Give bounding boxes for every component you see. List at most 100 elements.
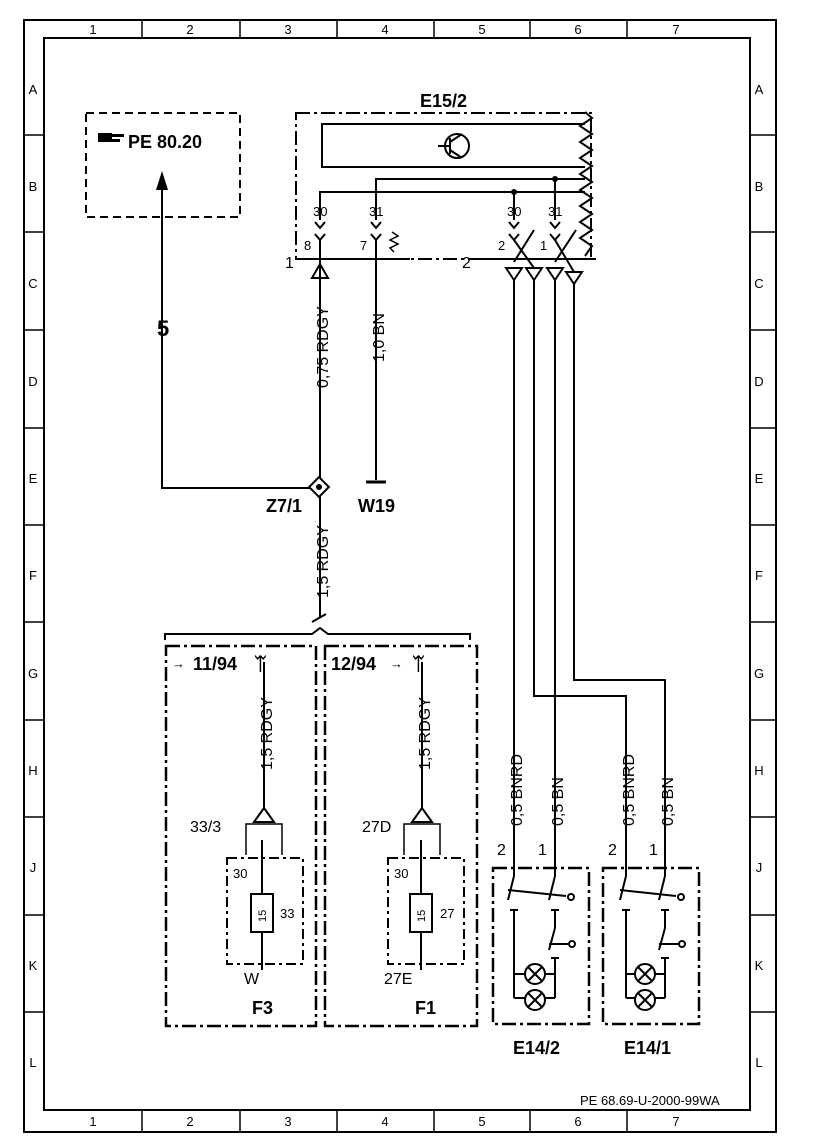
drawing-code: PE 68.69-U-2000-99WA <box>580 1093 720 1108</box>
e14-2-switch-icon <box>507 862 576 999</box>
f1-ref-tee-icon: ᛠ <box>413 654 424 674</box>
row-label-right: K <box>755 958 764 973</box>
col-label-bottom: 3 <box>284 1114 291 1129</box>
connector-triangle-icon <box>564 271 584 286</box>
junction-dot <box>552 176 558 182</box>
row-label-right: E <box>755 471 764 486</box>
col-label-top: 2 <box>186 22 193 37</box>
connector-triangle-icon <box>504 267 524 282</box>
row-label-left: G <box>28 666 38 681</box>
f1-inner-box <box>387 857 465 965</box>
row-label-left: A <box>29 82 38 97</box>
wire-label: 1,5 RDGY <box>259 697 276 770</box>
f3-inner-box <box>226 857 304 965</box>
junction-dot <box>511 189 517 195</box>
e14-2-pin-1: 1 <box>538 842 547 859</box>
row-label-right: L <box>755 1055 762 1070</box>
f1-ref: 12/94 <box>331 654 376 674</box>
f3-bracket <box>245 823 283 855</box>
internal-wire-30a <box>319 191 585 220</box>
resistor-icon <box>388 231 400 253</box>
e15-2-pin-30: 30 <box>507 204 521 219</box>
reference-branch-label: 5 <box>157 316 169 341</box>
z7-1-label: Z7/1 <box>266 496 302 516</box>
row-label-left: K <box>29 958 38 973</box>
f3-pin-side: 33 <box>280 906 294 921</box>
row-label-left: C <box>28 276 37 291</box>
connector-2-label: 2 <box>462 255 471 272</box>
e15-2-pin-30: 30 <box>313 204 327 219</box>
splice-dot <box>316 484 322 490</box>
connector-1-label: 1 <box>285 255 294 272</box>
lamp-icon <box>634 989 656 1011</box>
col-label-top: 4 <box>381 22 388 37</box>
f3-label: F3 <box>252 998 273 1018</box>
wire-label: 0,5 BN <box>550 777 567 826</box>
plug-1-label: 1 <box>540 238 547 253</box>
col-label-top: 5 <box>478 22 485 37</box>
connector-triangle-icon <box>545 267 565 282</box>
row-label-right: H <box>754 763 763 778</box>
e15-2-resistor-edge <box>578 111 594 257</box>
lamp-icon <box>524 989 546 1011</box>
e14-1-pin-1: 1 <box>649 842 658 859</box>
e15-2-label: E15/2 <box>420 91 467 111</box>
f1-ref-arrow-icon: → <box>390 656 403 671</box>
plug-2-label: 2 <box>498 238 505 253</box>
row-label-left: F <box>29 568 37 583</box>
row-label-right: F <box>755 568 763 583</box>
col-label-top: 7 <box>672 22 679 37</box>
col-label-bottom: 1 <box>89 1114 96 1129</box>
f1-pin-top: 30 <box>394 866 408 881</box>
f1-pin-side: 27 <box>440 906 454 921</box>
col-label-top: 1 <box>89 22 96 37</box>
col-label-bottom: 4 <box>381 1114 388 1129</box>
e14-1-box <box>601 866 701 1026</box>
e14-1-label: E14/1 <box>624 1038 671 1058</box>
wire-label: 0,5 BNRD <box>621 754 638 826</box>
f3-ref: 11/94 <box>193 654 237 674</box>
row-label-right: G <box>754 666 764 681</box>
connector-triangle-icon <box>524 267 544 282</box>
row-label-right: J <box>756 860 763 875</box>
row-label-left: J <box>30 860 37 875</box>
col-label-bottom: 6 <box>574 1114 581 1129</box>
e15-2-pin-31: 31 <box>369 204 383 219</box>
e14-2-pin-2: 2 <box>497 842 506 859</box>
wire-label: 0,5 BN <box>660 777 677 826</box>
connector-triangle-icon <box>410 806 434 823</box>
f1-label: F1 <box>415 998 436 1018</box>
arrow-up-icon <box>156 171 168 190</box>
f3-pin-top: 30 <box>233 866 247 881</box>
row-label-right: B <box>755 179 764 194</box>
pin-contacts <box>314 221 561 242</box>
f1-fuse-icon <box>409 893 433 933</box>
e14-2-label: E14/2 <box>513 1038 560 1058</box>
inner-frame <box>43 37 751 1111</box>
row-label-left: E <box>29 471 38 486</box>
reference-text: PE 80.20 <box>128 132 202 152</box>
wire-label: 1,0 BN <box>371 313 388 362</box>
row-ticks <box>24 134 776 1013</box>
wire-label: 0,5 BNRD <box>509 754 526 826</box>
row-label-left: D <box>28 374 37 389</box>
f3-ref-tee-icon: ᛠ <box>255 654 266 674</box>
f1-bracket <box>403 823 441 855</box>
e14-2-box <box>491 866 591 1026</box>
column-ticks <box>141 20 628 1132</box>
col-label-top: 6 <box>574 22 581 37</box>
f1-pin-bottom: 27E <box>384 971 412 988</box>
reference-wire <box>161 185 318 489</box>
pin-crossover <box>513 229 577 273</box>
lamp-icon <box>514 963 555 985</box>
transistor-icon <box>438 133 470 159</box>
e14-1-switch-icon <box>619 862 686 999</box>
row-label-right: D <box>754 374 763 389</box>
row-label-left: L <box>29 1055 36 1070</box>
f1-fuse-label: 15 <box>416 910 428 922</box>
wire-label: 0,75 RDGY <box>315 306 332 388</box>
f3-pin-bottom: W <box>244 971 260 988</box>
f1-connector-label: 27D <box>362 819 391 836</box>
e14-1-pin-2: 2 <box>608 842 617 859</box>
